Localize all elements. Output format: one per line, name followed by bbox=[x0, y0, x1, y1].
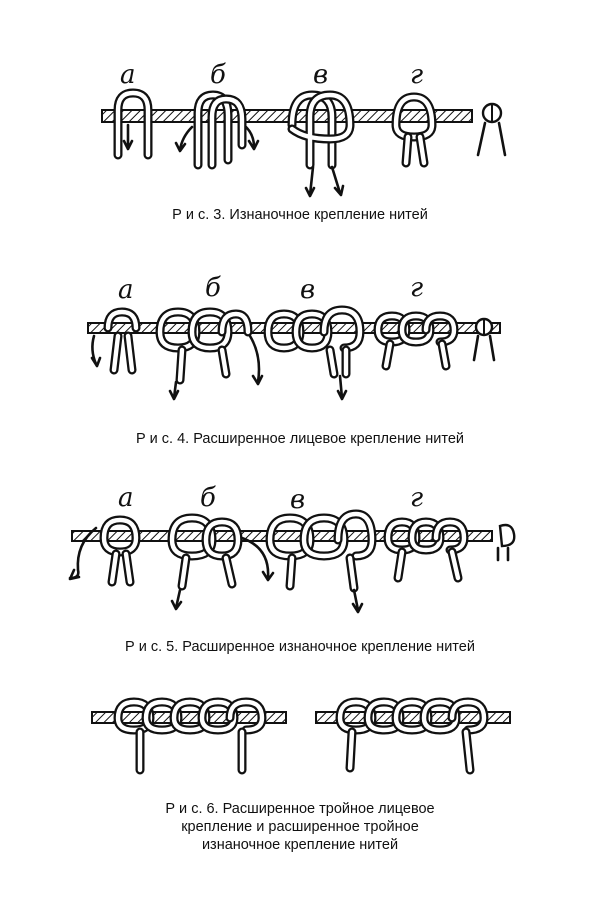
figure-3-illustration: а б в г bbox=[101, 60, 507, 198]
knot-3g bbox=[391, 92, 437, 168]
figure-4-caption: Р и с. 4. Расширенное лицевое крепление … bbox=[135, 431, 465, 447]
figure-5-caption: Р и с. 5. Расширенное изнаночное креплен… bbox=[125, 639, 475, 655]
knot-5a bbox=[68, 515, 141, 587]
knot-4a bbox=[90, 307, 141, 375]
figure-3-letter-b: б bbox=[210, 60, 226, 90]
holding-cord bbox=[71, 530, 493, 542]
figure-5-letter-a: а bbox=[118, 483, 134, 513]
figure-4-illustration: а б в г bbox=[87, 273, 501, 401]
cord-end-icon bbox=[476, 102, 507, 157]
cord-end-icon bbox=[496, 523, 516, 562]
figure-3-letter-a: а bbox=[120, 60, 136, 90]
figure-4-letter-v: в bbox=[300, 275, 315, 305]
figure-4-letter-a: а bbox=[118, 275, 134, 305]
knot-5g bbox=[383, 517, 469, 583]
figure-3-letter-g: г bbox=[410, 60, 423, 90]
figure-5-illustration: а б в г bbox=[68, 483, 516, 614]
figure-5-letter-g: г bbox=[410, 483, 423, 513]
cord-end-icon bbox=[472, 317, 496, 362]
knot-6-right bbox=[335, 697, 489, 775]
knot-3a bbox=[113, 88, 153, 160]
figure-3-caption: Р и с. 3. Изнаночное крепление нитей bbox=[172, 207, 428, 223]
holding-cord bbox=[101, 109, 473, 123]
figure-5-letter-b: б bbox=[200, 483, 216, 513]
knot-5b bbox=[167, 513, 275, 611]
knot-4b bbox=[155, 307, 264, 401]
holding-cord-left bbox=[91, 711, 287, 724]
figure-3-letter-v: в bbox=[313, 60, 328, 90]
figure-5-letter-v: в bbox=[290, 485, 305, 515]
figure-4-letter-g: г bbox=[410, 273, 423, 303]
figure-4-letter-b: б bbox=[205, 273, 221, 303]
knot-4v bbox=[263, 305, 365, 401]
knot-5v bbox=[265, 509, 377, 614]
knot-3v bbox=[287, 90, 355, 198]
figure-6-caption: Р и с. 6. Расширенное тройное лицевое кр… bbox=[165, 801, 435, 853]
figure-6-illustration bbox=[91, 697, 511, 775]
knot-3b bbox=[174, 90, 260, 170]
holding-cord-right bbox=[315, 711, 511, 724]
knot-6-left bbox=[113, 697, 267, 775]
knot-4g bbox=[373, 311, 459, 371]
